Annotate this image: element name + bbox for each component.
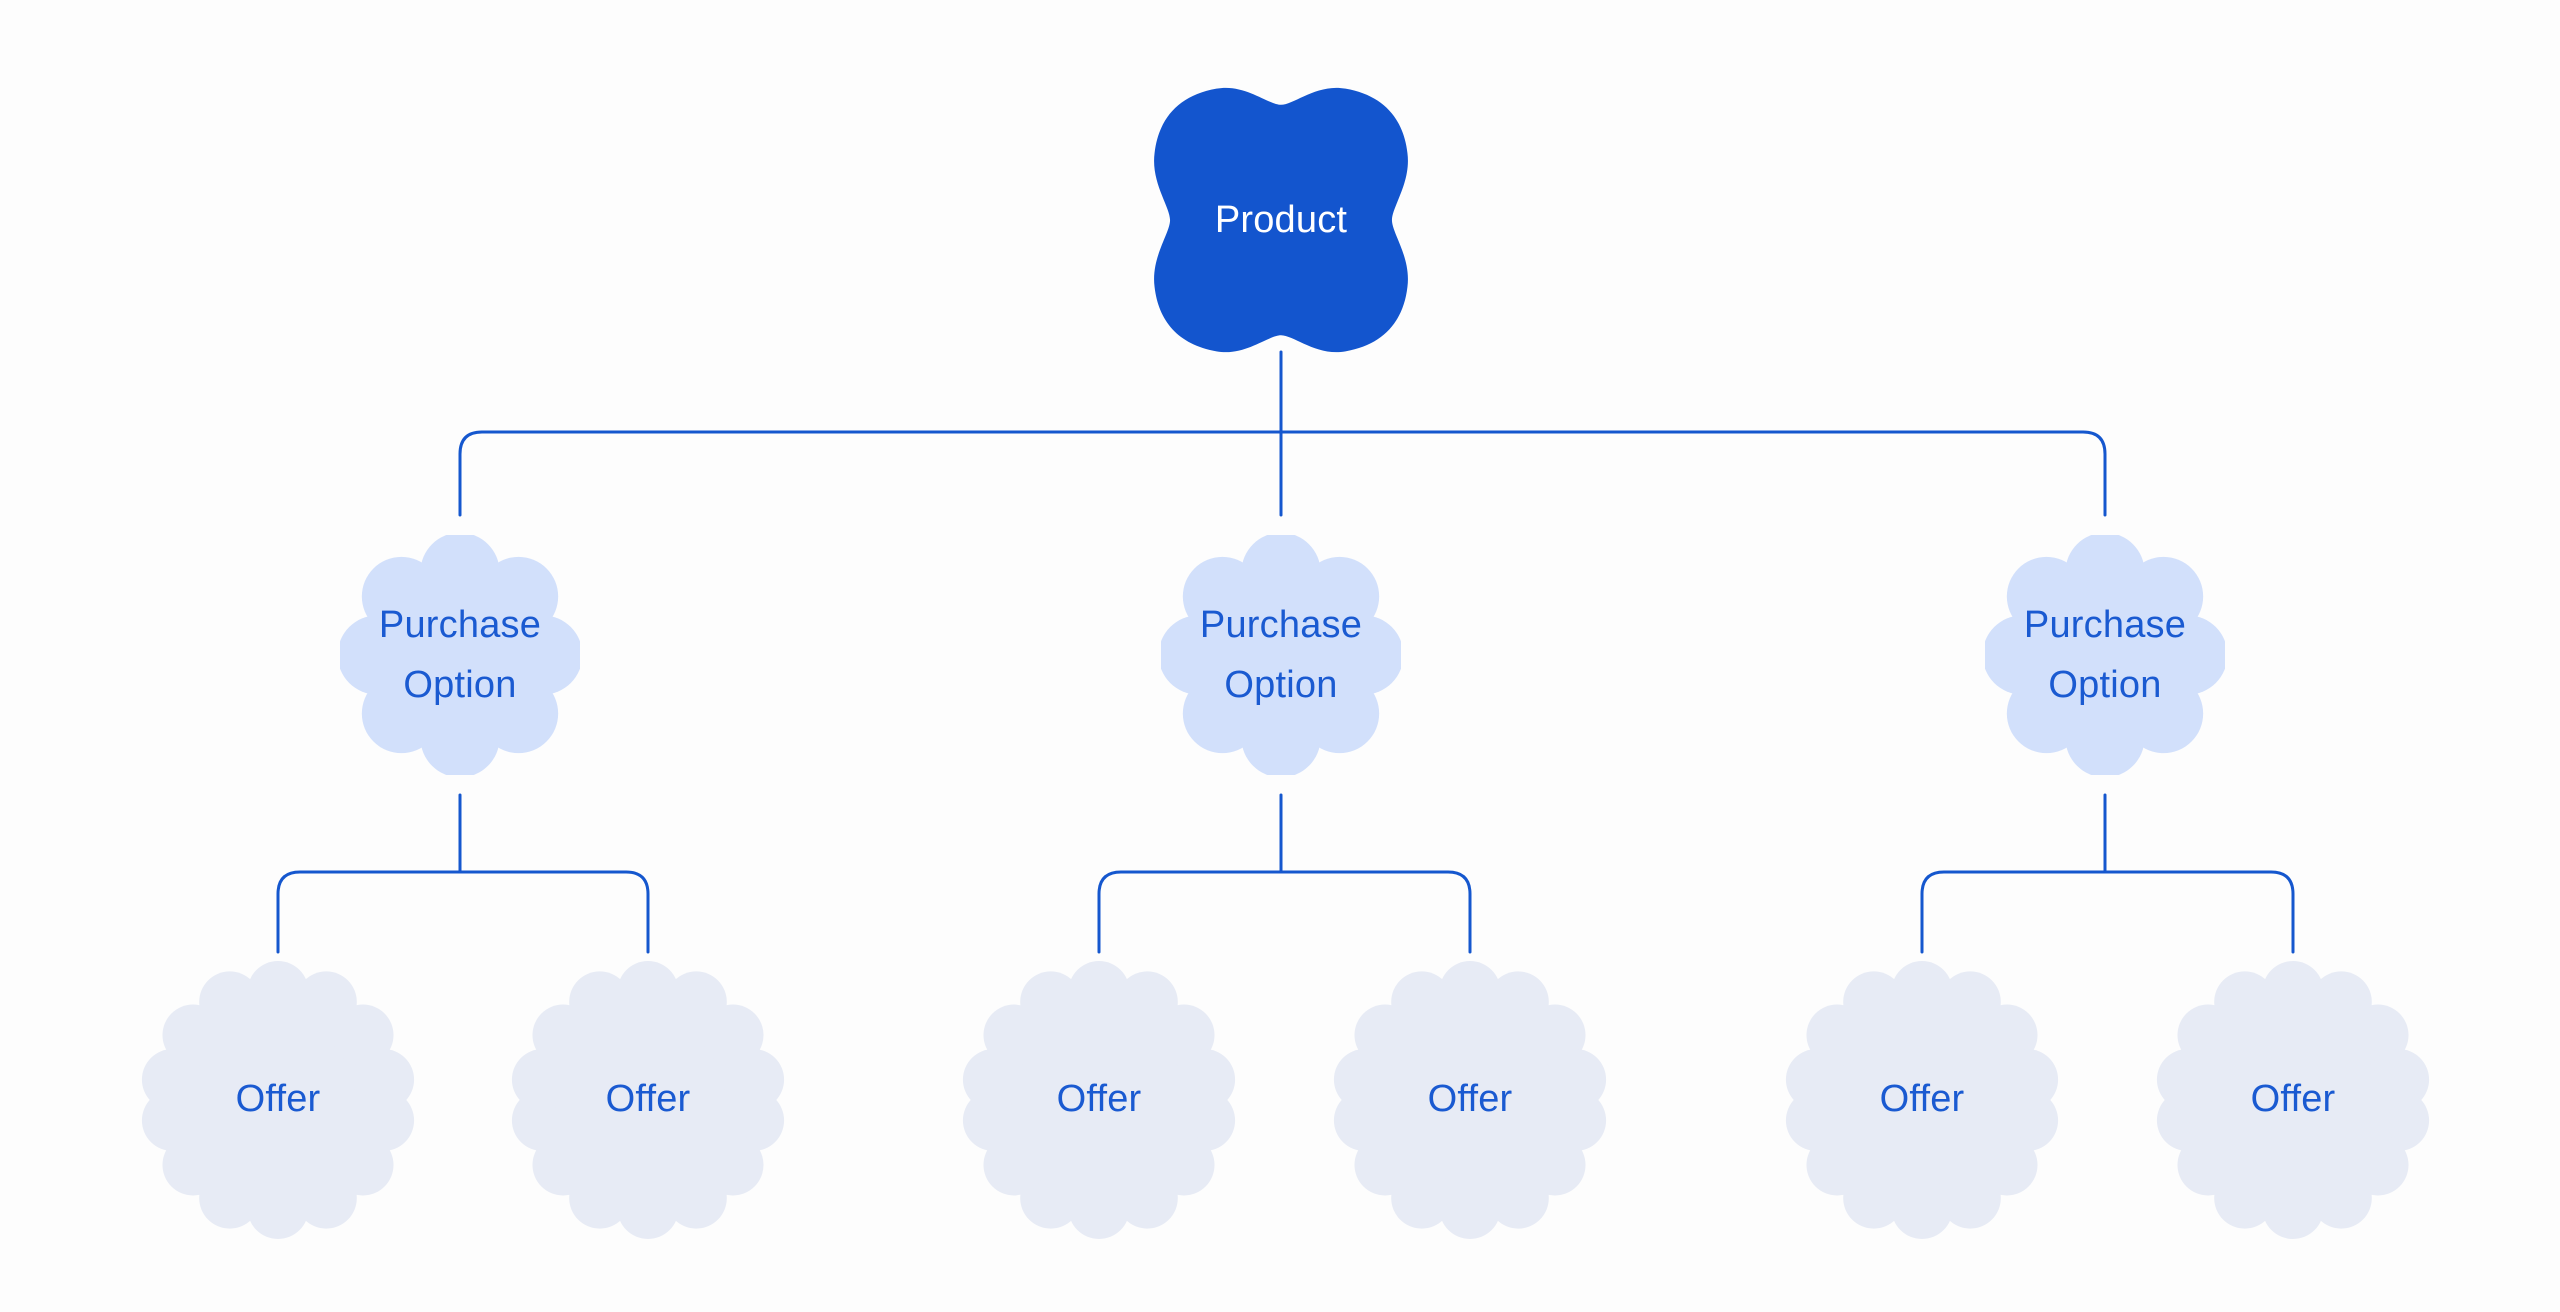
node-offer-1[interactable]: Offer — [139, 950, 417, 1250]
product-blob-shape — [1154, 87, 1408, 353]
purchase-option-blob-shape — [340, 535, 580, 775]
node-offer-4[interactable]: Offer — [1331, 950, 1609, 1250]
node-offer-2[interactable]: Offer — [509, 950, 787, 1250]
node-product[interactable]: Product — [1152, 86, 1410, 354]
purchase-option-blob-shape — [1985, 535, 2225, 775]
offer-blob-shape — [511, 961, 785, 1239]
edge-po3-left — [1920, 870, 2107, 954]
node-offer-5[interactable]: Offer — [1783, 950, 2061, 1250]
offer-blob-shape — [141, 961, 415, 1239]
edge-trunk-right — [1279, 430, 2107, 517]
node-purchase-option-1[interactable]: Purchase Option — [340, 535, 580, 775]
node-offer-3[interactable]: Offer — [960, 950, 1238, 1250]
edge-trunk-left — [458, 430, 1283, 517]
edge-po2-right — [1279, 870, 1472, 954]
edge-po1-left — [276, 870, 462, 954]
edge-po3-right — [2103, 870, 2295, 954]
purchase-option-blob-shape — [1161, 535, 1401, 775]
node-purchase-option-2[interactable]: Purchase Option — [1161, 535, 1401, 775]
node-purchase-option-3[interactable]: Purchase Option — [1985, 535, 2225, 775]
edge-po1-right — [458, 870, 650, 954]
offer-blob-shape — [962, 961, 1236, 1239]
node-offer-6[interactable]: Offer — [2154, 950, 2432, 1250]
edge-po2-left — [1097, 870, 1283, 954]
offer-blob-shape — [1785, 961, 2059, 1239]
offer-blob-shape — [2156, 961, 2430, 1239]
offer-blob-shape — [1333, 961, 1607, 1239]
